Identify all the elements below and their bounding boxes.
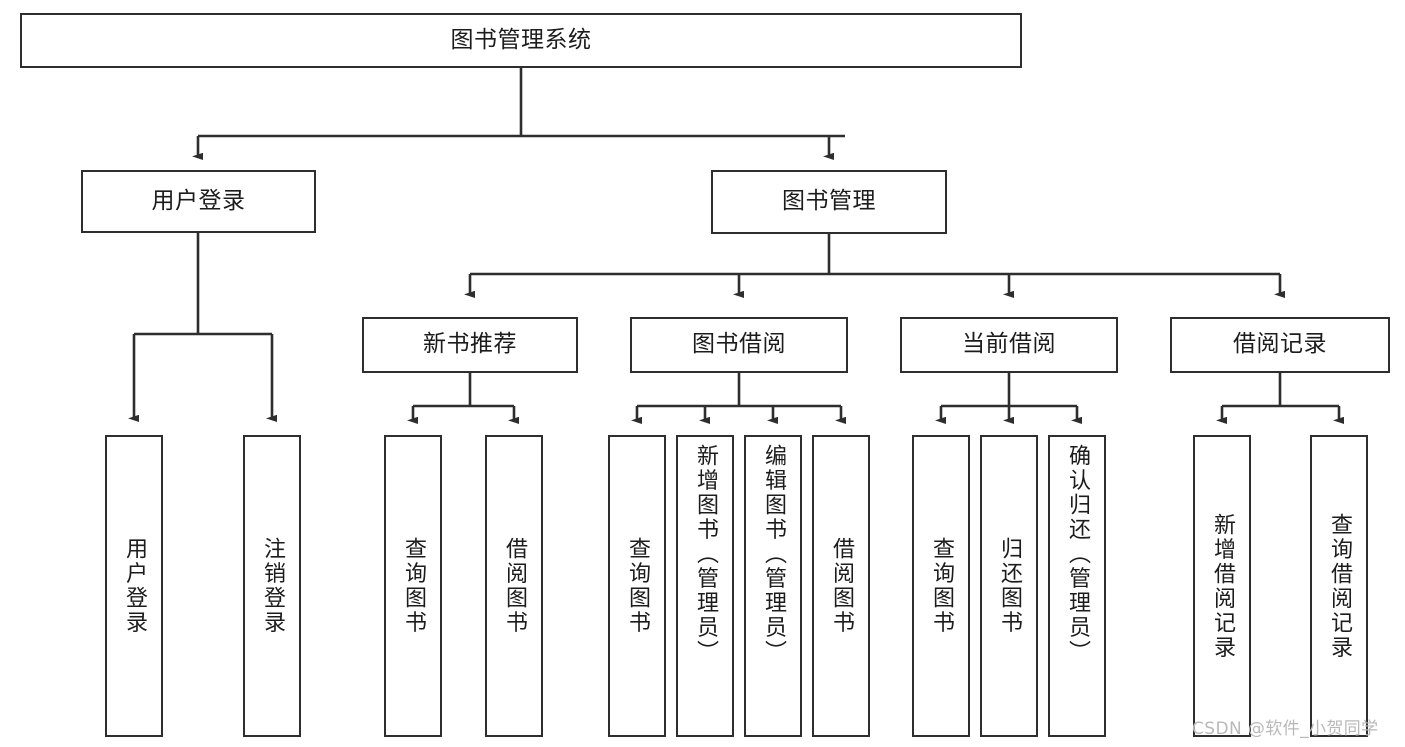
node-user-login-label: 用户登录 <box>151 187 246 214</box>
leaf-user-login[interactable]: 用户登录 <box>105 435 163 737</box>
node-book-borrow-label: 图书借阅 <box>692 331 786 358</box>
leaf-borrow-book-2-label: 借阅图书 <box>828 537 854 635</box>
node-current-borrow[interactable]: 当前借阅 <box>900 317 1118 373</box>
leaf-edit-book[interactable]: 编辑图书（管理员） <box>744 435 802 737</box>
node-book-borrow[interactable]: 图书借阅 <box>630 317 848 373</box>
leaf-user-login-label: 用户登录 <box>121 537 147 635</box>
leaf-edit-book-label: 编辑图书（管理员） <box>760 444 786 665</box>
leaf-borrow-book-2[interactable]: 借阅图书 <box>812 435 870 737</box>
leaf-query-record[interactable]: 查询借阅记录 <box>1310 435 1368 737</box>
leaf-borrow-book-1-label: 借阅图书 <box>501 537 527 635</box>
leaf-query-book-1-label: 查询图书 <box>400 537 426 635</box>
node-new-book-recommend-label: 新书推荐 <box>423 331 517 358</box>
leaf-query-book-1[interactable]: 查询图书 <box>384 435 442 737</box>
leaf-user-logout[interactable]: 注销登录 <box>243 435 301 737</box>
leaf-return-book[interactable]: 归还图书 <box>980 435 1038 737</box>
leaf-query-book-3-label: 查询图书 <box>928 537 954 635</box>
node-current-borrow-label: 当前借阅 <box>962 331 1056 358</box>
node-new-book-recommend[interactable]: 新书推荐 <box>362 317 578 373</box>
leaf-confirm-return[interactable]: 确认归还（管理员） <box>1048 435 1106 737</box>
leaf-user-logout-label: 注销登录 <box>259 537 285 635</box>
node-borrow-record[interactable]: 借阅记录 <box>1170 317 1390 373</box>
node-user-login[interactable]: 用户登录 <box>81 170 316 233</box>
leaf-query-book-2[interactable]: 查询图书 <box>608 435 666 737</box>
node-borrow-record-label: 借阅记录 <box>1233 331 1327 358</box>
leaf-query-record-label: 查询借阅记录 <box>1326 512 1352 660</box>
leaf-add-book-label: 新增图书（管理员） <box>692 444 718 665</box>
leaf-return-book-label: 归还图书 <box>996 537 1022 635</box>
leaf-add-record[interactable]: 新增借阅记录 <box>1193 435 1251 737</box>
csdn-watermark: CSDN @软件_小贺同学 <box>1192 719 1379 739</box>
leaf-confirm-return-label: 确认归还（管理员） <box>1064 444 1090 665</box>
leaf-add-record-label: 新增借阅记录 <box>1209 512 1235 660</box>
node-book-management-label: 图书管理 <box>782 188 876 215</box>
node-root-label: 图书管理系统 <box>450 26 592 53</box>
node-book-management[interactable]: 图书管理 <box>711 170 947 234</box>
leaf-query-book-2-label: 查询图书 <box>624 537 650 635</box>
leaf-borrow-book-1[interactable]: 借阅图书 <box>485 435 543 737</box>
node-root[interactable]: 图书管理系统 <box>20 13 1022 68</box>
leaf-add-book[interactable]: 新增图书（管理员） <box>676 435 734 737</box>
leaf-query-book-3[interactable]: 查询图书 <box>912 435 970 737</box>
